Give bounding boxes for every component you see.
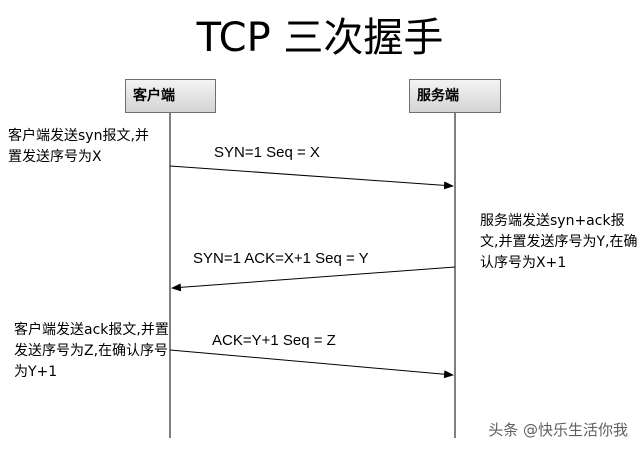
ack-message-label: ACK=Y+1 Seq = Z xyxy=(212,332,336,349)
syn-ack-arrow xyxy=(171,266,456,292)
client-step3-note: 客户端发送ack报文,并置发送序号为Z,在确认序号为Y+1 xyxy=(14,322,169,380)
watermark-text: 头条 @快乐生活你我 xyxy=(488,421,628,439)
server-step2-note: 服务端发送syn+ack报文,并置发送序号为Y,在确认序号为X+1 xyxy=(480,213,638,271)
syn-message-label: SYN=1 Seq = X xyxy=(214,144,320,161)
ack-arrow xyxy=(169,349,454,379)
diagram-title: TCP 三次握手 xyxy=(196,15,444,61)
client-participant-box: 客户端 xyxy=(125,79,216,113)
syn-ack-message-label: SYN=1 ACK=X+1 Seq = Y xyxy=(193,250,369,267)
server-participant-box: 服务端 xyxy=(409,79,501,113)
syn-arrow xyxy=(169,165,454,190)
client-step1-note: 客户端发送syn报文,并置发送序号为X xyxy=(8,128,149,165)
